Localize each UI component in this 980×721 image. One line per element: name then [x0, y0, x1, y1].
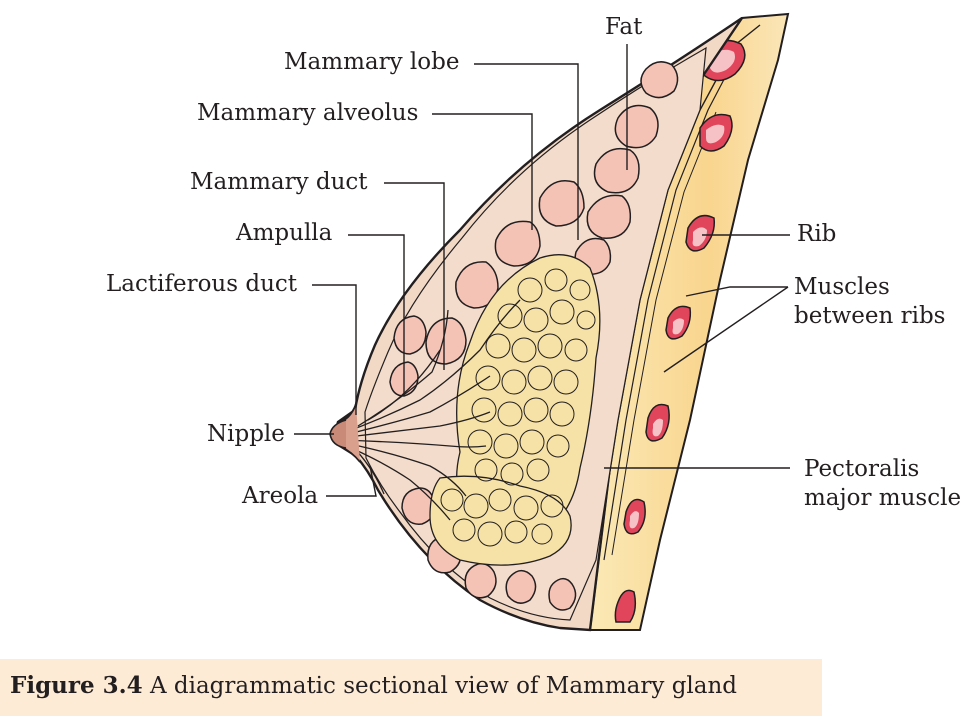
mammary-alveoli — [429, 254, 601, 566]
label-fat: Fat — [605, 14, 643, 40]
leader-mammary-alveolus — [432, 113, 533, 230]
leader-lines — [294, 44, 790, 497]
rib-icon — [614, 589, 637, 623]
leader-lactiferous-duct — [312, 284, 357, 415]
leader-mammary-duct — [384, 182, 445, 370]
label-muscles-between-ribs-1: Muscles — [794, 274, 890, 300]
lactiferous-ducts — [339, 299, 521, 521]
label-ampulla: Ampulla — [236, 220, 333, 246]
label-pectoralis-2: major muscle — [804, 485, 962, 511]
label-mammary-lobe: Mammary lobe — [284, 49, 460, 75]
label-mammary-alveolus: Mammary alveolus — [197, 100, 419, 126]
label-rib: Rib — [797, 221, 837, 247]
leader-ampulla — [348, 234, 405, 395]
ribs — [614, 39, 746, 623]
label-pectoralis-1: Pectoralis — [804, 456, 920, 482]
label-areola: Areola — [242, 483, 319, 509]
caption-description: A diagrammatic sectional view of Mammary… — [149, 673, 738, 699]
caption-figure-number: Figure 3.4 — [10, 672, 143, 699]
leader-areola — [326, 465, 377, 497]
leader-muscles-1 — [685, 286, 788, 297]
label-nipple: Nipple — [207, 421, 285, 447]
leader-mammary-lobe — [474, 63, 579, 240]
caption-text: Figure 3.4 A diagrammatic sectional view… — [10, 672, 737, 699]
label-muscles-between-ribs-2: between ribs — [794, 303, 946, 329]
label-lactiferous-duct: Lactiferous duct — [106, 271, 298, 297]
figure-caption: Figure 3.4 A diagrammatic sectional view… — [0, 659, 822, 716]
leader-muscles-2 — [663, 286, 789, 373]
label-mammary-duct: Mammary duct — [190, 169, 368, 195]
alveolus-clusters — [440, 268, 596, 547]
